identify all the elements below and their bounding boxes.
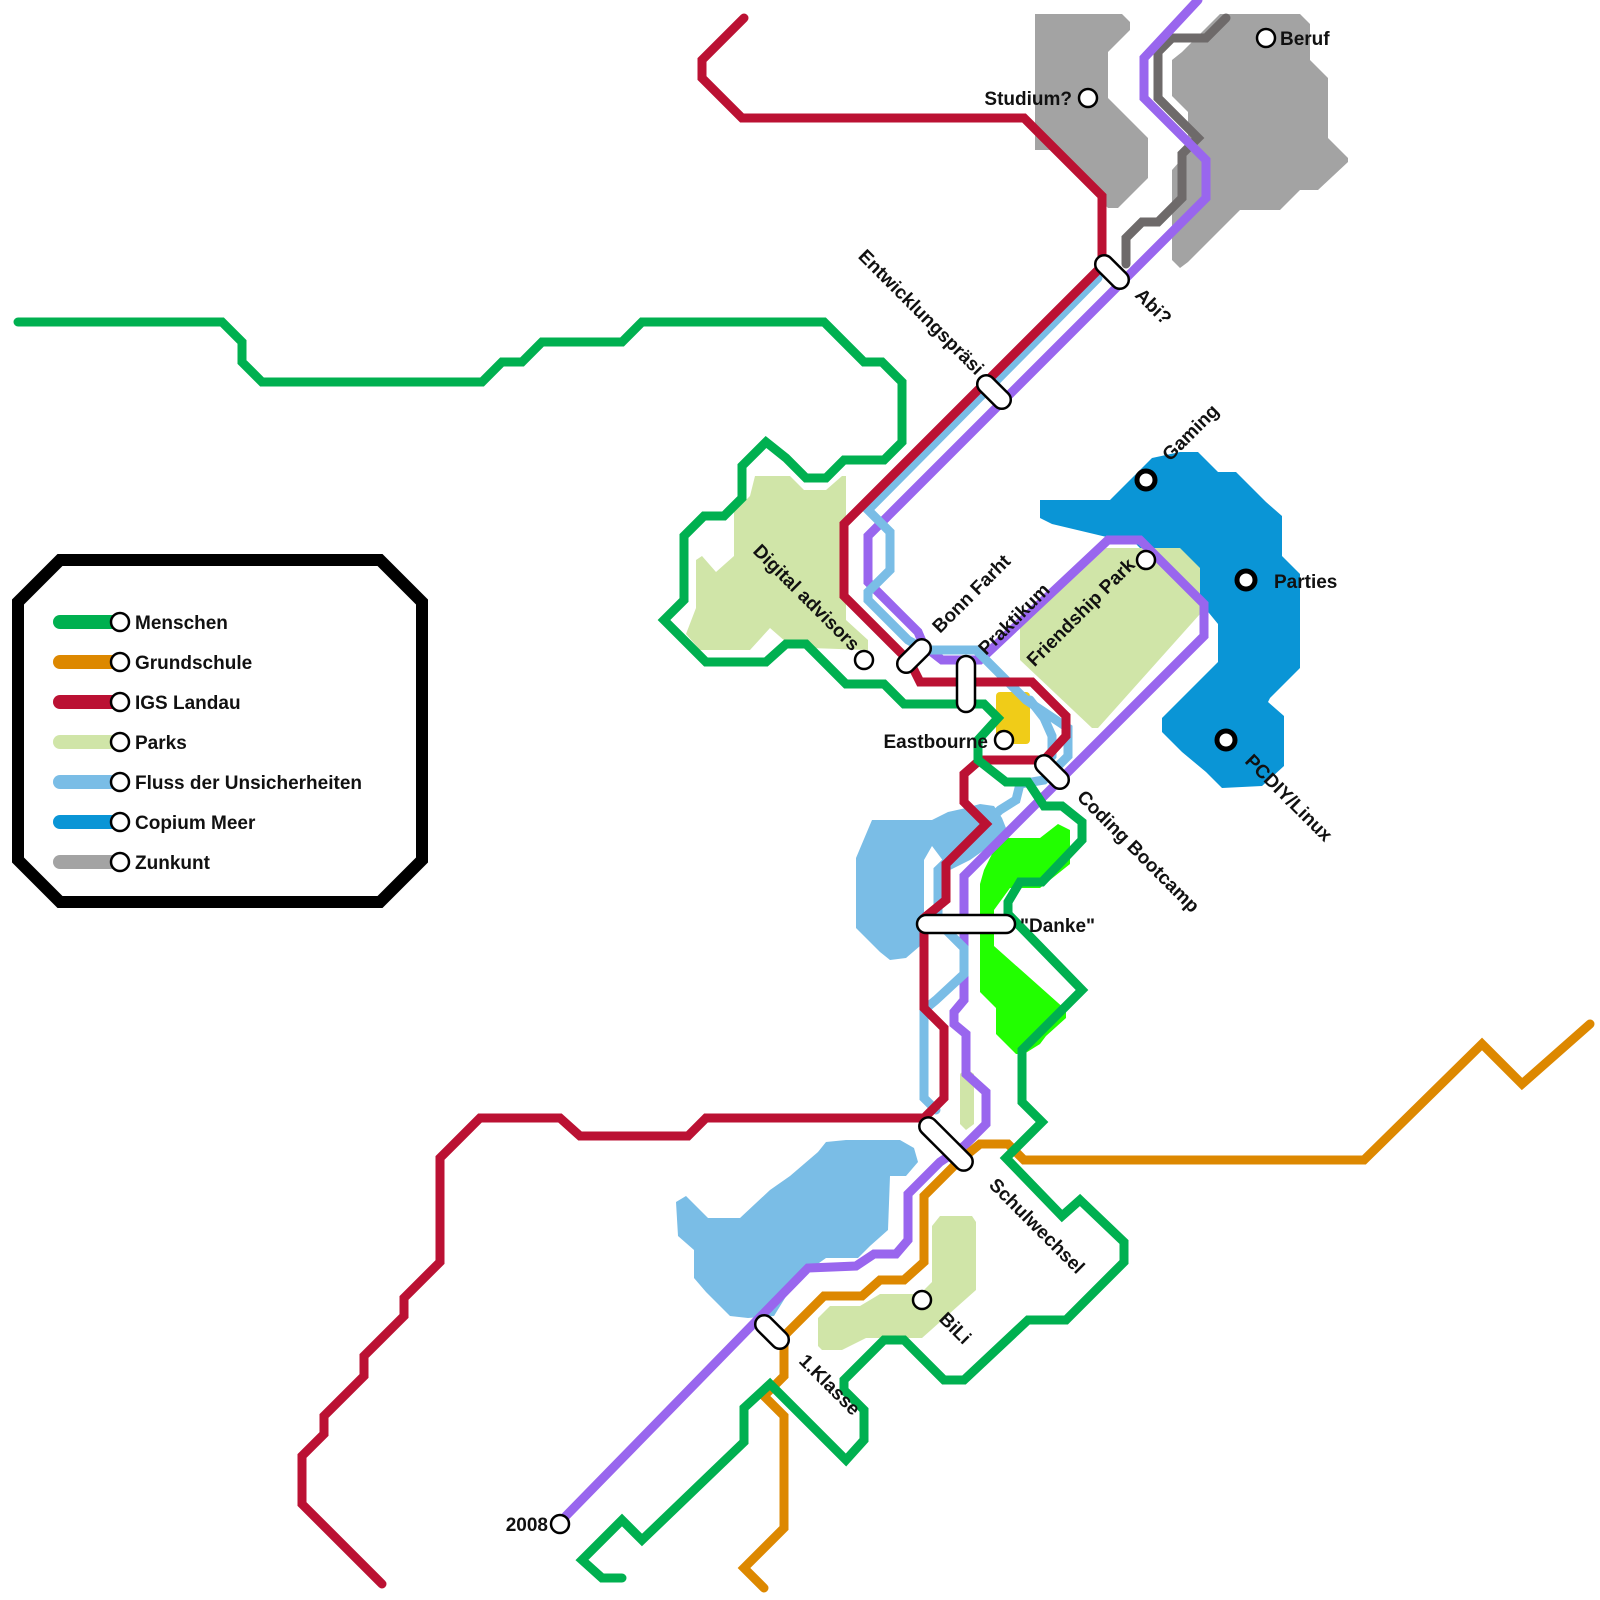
label-studium: Studium? [984, 89, 1072, 110]
copium-sea-area [1040, 452, 1300, 788]
station-parties[interactable] [1234, 568, 1258, 592]
line-grundschule-main[interactable] [779, 1019, 1595, 1341]
legend-label: Grundschule [135, 653, 252, 674]
station-eastbourne[interactable] [993, 729, 1015, 751]
legend-item: Copium Meer [53, 811, 256, 834]
legend-station-icon [109, 811, 131, 833]
future-area-studium [1035, 14, 1148, 208]
legend-label: Fluss der Unsicherheiten [135, 773, 362, 794]
label-parties: Parties [1274, 572, 1337, 593]
legend-frame [12, 554, 428, 908]
legend-label: Copium Meer [135, 813, 256, 834]
legend-item: IGS Landau [53, 691, 241, 714]
station-studium[interactable] [1077, 87, 1099, 109]
future-area-beruf [1172, 14, 1348, 268]
station-beruf[interactable] [1255, 27, 1277, 49]
legend-station-icon [109, 851, 131, 873]
park-digital-advisors [686, 476, 868, 650]
legend-item: Fluss der Unsicherheiten [53, 771, 362, 794]
station-bili[interactable] [911, 1289, 933, 1311]
legend-station-icon [109, 651, 131, 673]
legend-item: Parks [53, 731, 187, 754]
legend-station-icon [109, 771, 131, 793]
legend-label: Zunkunt [135, 853, 211, 874]
label-danke: "Danke" [1020, 916, 1095, 937]
label-abi: Abi? [1130, 285, 1175, 330]
station-pcdiy[interactable] [1214, 728, 1238, 752]
legend-label: IGS Landau [135, 693, 241, 714]
label-pcdiy: PCDIY/Linux [1240, 751, 1336, 847]
park-friendship [1020, 548, 1200, 728]
label-beruf: Beruf [1280, 29, 1330, 50]
interchange-schulwechsel[interactable] [916, 1114, 977, 1175]
interchange-coding[interactable] [1031, 751, 1072, 792]
label-coding: Coding Bootcamp [1072, 787, 1203, 918]
interchange-entwicklung[interactable] [973, 371, 1014, 412]
interchange-danke[interactable] [915, 913, 1017, 935]
station-friendship-park[interactable] [1135, 549, 1157, 571]
interchange-abi[interactable] [1091, 251, 1132, 292]
line-grundschule[interactable] [737, 1331, 789, 1593]
station-2008[interactable] [549, 1513, 571, 1535]
legend-station-icon [109, 731, 131, 753]
label-2008: 2008 [506, 1515, 548, 1536]
legend-station-icon [109, 691, 131, 713]
station-gaming[interactable] [1134, 468, 1158, 492]
legend-item: Grundschule [53, 651, 252, 674]
line-lifeline[interactable] [555, 0, 1211, 1527]
legend-item: Zunkunt [53, 851, 211, 874]
legend-station-icon [109, 611, 131, 633]
label-eastbourne: Eastbourne [883, 732, 988, 753]
interchange-klasse[interactable] [751, 1311, 792, 1352]
legend-label: Menschen [135, 613, 228, 634]
river-lake-lower [676, 1140, 918, 1318]
interchange-praktikum[interactable] [955, 654, 977, 714]
legend-item: Menschen [53, 611, 228, 634]
line-menschen[interactable] [13, 317, 1129, 1583]
line-igs-landau[interactable] [297, 13, 1107, 1589]
legend-label: Parks [135, 733, 187, 754]
station-digital-advisors[interactable] [853, 649, 875, 671]
park-bili [818, 1216, 976, 1350]
interchange-bonn[interactable] [893, 635, 934, 676]
label-klasse: 1.Klasse [794, 1351, 863, 1420]
